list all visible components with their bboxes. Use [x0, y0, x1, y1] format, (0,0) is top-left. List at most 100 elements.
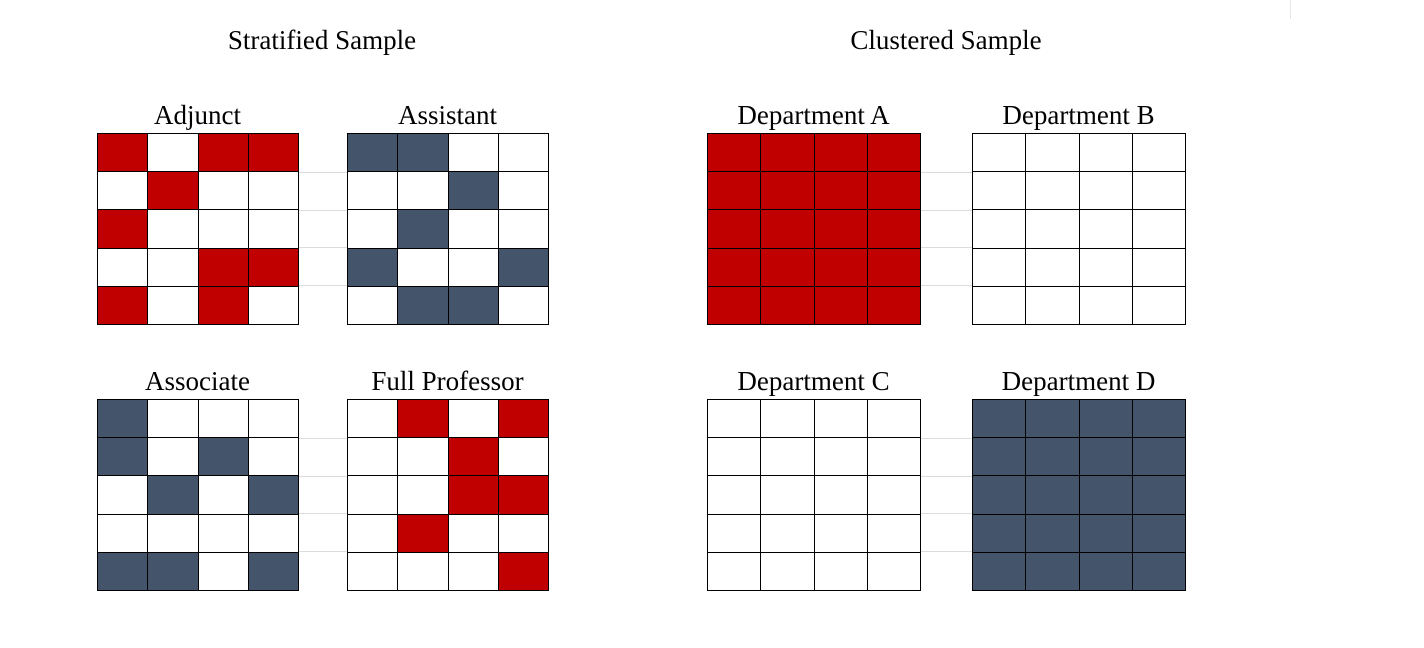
- connector-line: [298, 476, 348, 477]
- adjunct-cell-empty: [248, 210, 299, 249]
- department-a-cell-red: [708, 248, 762, 287]
- associate-cell-empty: [248, 400, 299, 439]
- department-d-cell-navy: [1132, 552, 1186, 591]
- connector-line: [920, 438, 973, 439]
- department-d-cell-navy: [1079, 476, 1133, 515]
- department-a-cell-red: [867, 210, 921, 249]
- full-professor-cell-red: [448, 438, 499, 477]
- department-b-cell-empty: [1079, 248, 1133, 287]
- assistant-cell-empty: [348, 286, 399, 325]
- department-b-cell-empty: [1079, 286, 1133, 325]
- department-c-cell-empty: [761, 514, 815, 553]
- department-a-cell-red: [761, 248, 815, 287]
- panel-department-b: Department B: [972, 99, 1186, 325]
- corner-divider: [1290, 0, 1291, 19]
- assistant-cell-empty: [498, 286, 549, 325]
- department-b-cell-empty: [1079, 134, 1133, 173]
- adjunct-cell-red: [198, 286, 249, 325]
- associate-cell-empty: [98, 476, 149, 515]
- assistant-cell-empty: [498, 134, 549, 173]
- associate-cell-empty: [248, 514, 299, 553]
- department-d-cell-navy: [1026, 552, 1080, 591]
- assistant-cell-navy: [448, 286, 499, 325]
- assistant-cell-empty: [448, 210, 499, 249]
- assistant-cell-navy: [398, 134, 449, 173]
- department-a-cell-red: [708, 286, 762, 325]
- department-a-cell-red: [867, 134, 921, 173]
- department-c-cell-empty: [867, 438, 921, 477]
- full-professor-cell-red: [398, 514, 449, 553]
- panel-assistant: Assistant: [347, 99, 549, 325]
- panel-label-department-d: Department D: [1001, 366, 1156, 396]
- department-a-cell-red: [708, 134, 762, 173]
- department-c-cell-empty: [814, 476, 868, 515]
- department-b-cell-empty: [1079, 210, 1133, 249]
- connector-line: [298, 551, 348, 552]
- department-a-cell-red: [761, 172, 815, 211]
- associate-cell-navy: [148, 476, 199, 515]
- department-d-cell-navy: [1079, 552, 1133, 591]
- department-c-cell-empty: [867, 400, 921, 439]
- grid-department-d: [972, 399, 1186, 591]
- panel-label-full-professor: Full Professor: [371, 366, 524, 396]
- department-c-cell-empty: [867, 476, 921, 515]
- department-a-cell-red: [761, 286, 815, 325]
- full-professor-cell-empty: [498, 438, 549, 477]
- panel-label-department-b: Department B: [1002, 100, 1155, 130]
- panel-adjunct: Adjunct: [97, 99, 299, 325]
- department-d-cell-navy: [1026, 476, 1080, 515]
- associate-cell-empty: [198, 476, 249, 515]
- assistant-cell-empty: [448, 134, 499, 173]
- full-professor-cell-empty: [448, 514, 499, 553]
- connector-line: [298, 172, 348, 173]
- panel-label-assistant: Assistant: [397, 100, 497, 130]
- associate-cell-navy: [98, 438, 149, 477]
- department-b-cell-empty: [1026, 286, 1080, 325]
- full-professor-cell-empty: [348, 514, 399, 553]
- department-d-cell-navy: [1026, 438, 1080, 477]
- department-b-cell-empty: [973, 248, 1027, 287]
- connector-line: [298, 210, 348, 211]
- connector-line: [920, 210, 973, 211]
- department-a-cell-red: [761, 210, 815, 249]
- connector-line: [920, 513, 973, 514]
- department-b-cell-empty: [973, 134, 1027, 173]
- associate-cell-empty: [98, 514, 149, 553]
- department-d-cell-navy: [973, 552, 1027, 591]
- adjunct-cell-empty: [148, 286, 199, 325]
- department-d-cell-navy: [1132, 514, 1186, 553]
- full-professor-cell-empty: [398, 552, 449, 591]
- full-professor-cell-empty: [348, 400, 399, 439]
- department-d-cell-navy: [973, 476, 1027, 515]
- connector-line: [298, 513, 348, 514]
- assistant-cell-empty: [498, 172, 549, 211]
- department-c-cell-empty: [867, 514, 921, 553]
- panel-associate: Associate: [97, 365, 299, 591]
- adjunct-cell-empty: [98, 248, 149, 287]
- connector-line: [920, 551, 973, 552]
- assistant-cell-navy: [348, 134, 399, 173]
- department-a-cell-red: [814, 286, 868, 325]
- associate-cell-navy: [198, 438, 249, 477]
- assistant-cell-empty: [398, 172, 449, 211]
- assistant-cell-empty: [498, 210, 549, 249]
- grid-department-b: [972, 133, 1186, 325]
- assistant-cell-navy: [398, 210, 449, 249]
- department-d-cell-navy: [1132, 438, 1186, 477]
- adjunct-cell-red: [248, 248, 299, 287]
- associate-cell-empty: [148, 400, 199, 439]
- department-c-cell-empty: [708, 514, 762, 553]
- department-c-cell-empty: [814, 514, 868, 553]
- grid-associate: [97, 399, 299, 591]
- department-c-cell-empty: [708, 552, 762, 591]
- department-a-cell-red: [867, 286, 921, 325]
- grid-adjunct: [97, 133, 299, 325]
- department-b-cell-empty: [973, 172, 1027, 211]
- department-b-cell-empty: [1132, 210, 1186, 249]
- adjunct-cell-empty: [148, 134, 199, 173]
- adjunct-cell-empty: [198, 172, 249, 211]
- department-b-cell-empty: [1132, 286, 1186, 325]
- connector-line: [920, 172, 973, 173]
- panel-label-department-a: Department A: [737, 100, 890, 130]
- department-b-cell-empty: [1079, 172, 1133, 211]
